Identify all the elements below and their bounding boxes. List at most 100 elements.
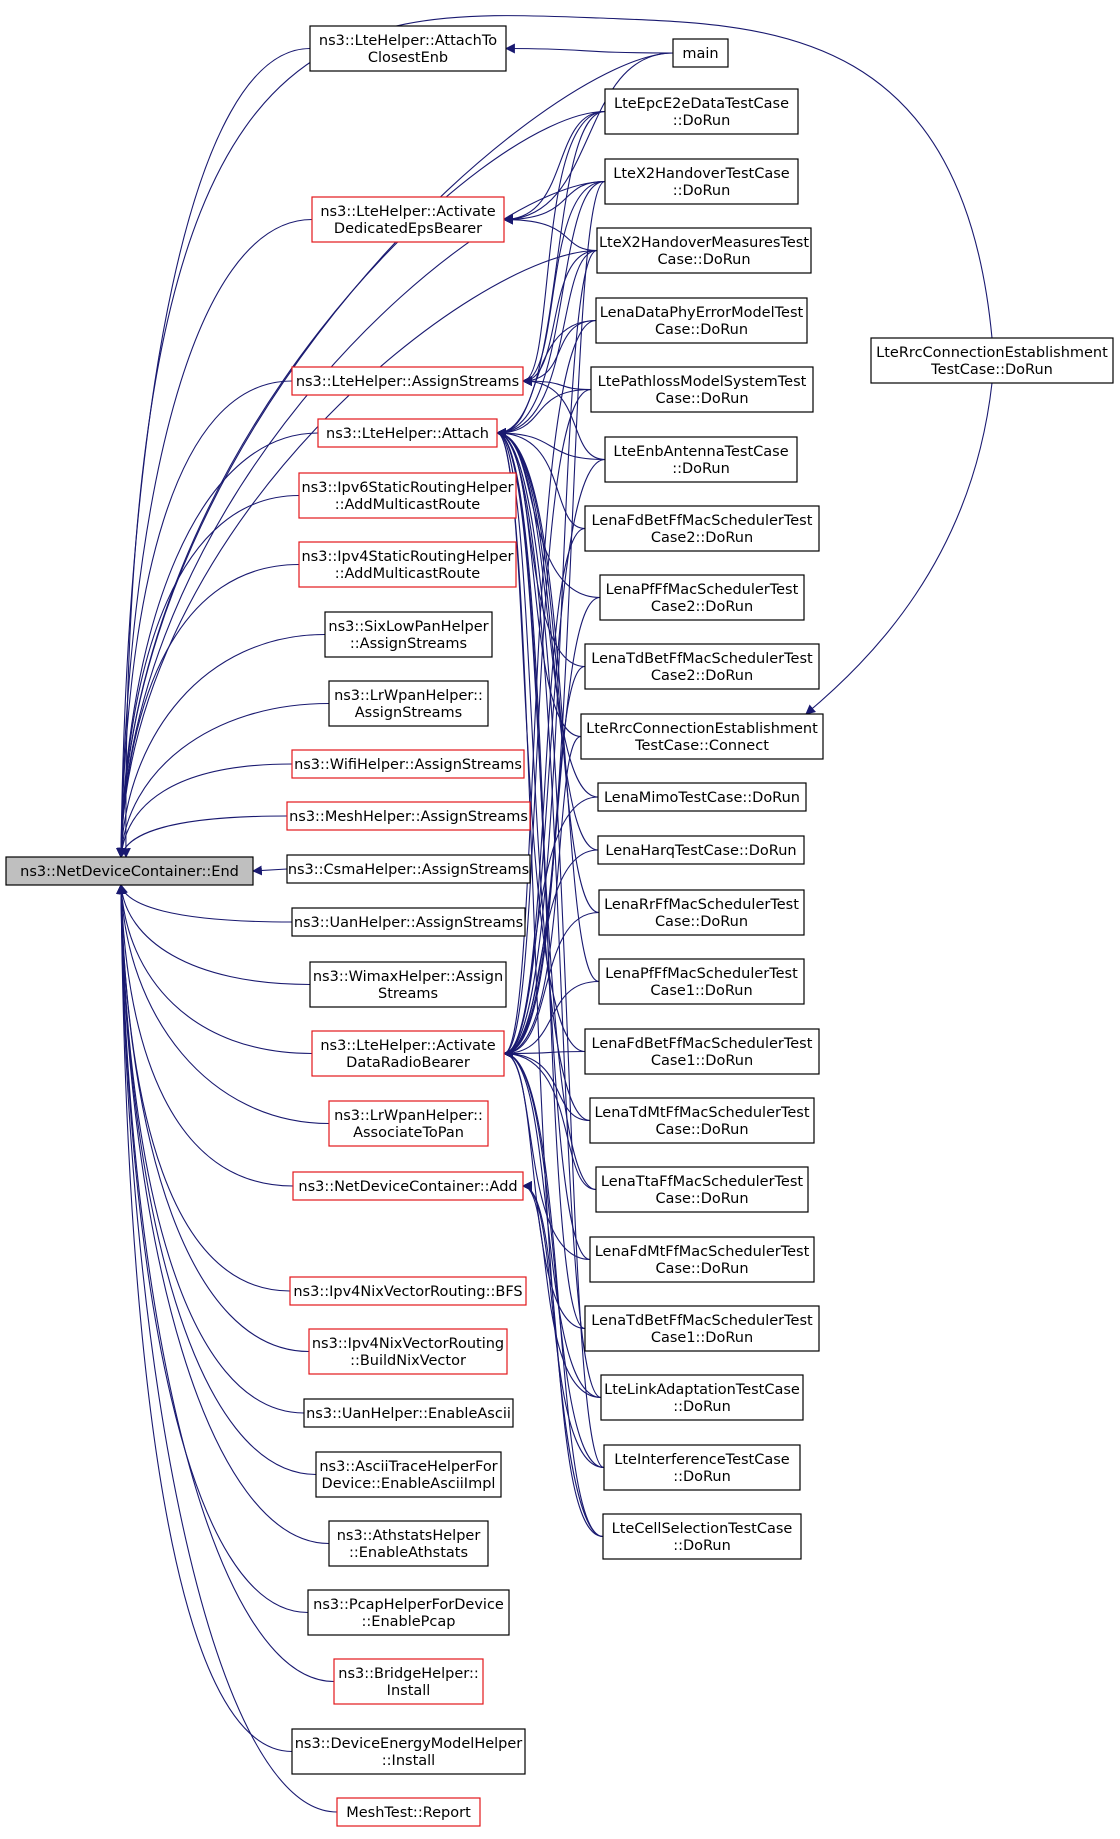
node-box bbox=[307, 1589, 510, 1636]
node-ns3-bridgehelper-install[interactable]: ns3::BridgeHelper::Install bbox=[333, 1658, 484, 1705]
node-lenamimotestcase-dorun[interactable]: LenaMimoTestCase::DoRun bbox=[597, 782, 807, 812]
node-ltecellselectiontestcase-dorun[interactable]: LteCellSelectionTestCase::DoRun bbox=[602, 1513, 802, 1560]
node-box bbox=[604, 158, 799, 205]
node-ns3-athstatshelper-enableathstats[interactable]: ns3::AthstatsHelper::EnableAthstats bbox=[328, 1520, 489, 1567]
node-label: Case::DoRun bbox=[655, 1191, 748, 1207]
node-label: LenaHarqTestCase::DoRun bbox=[605, 843, 796, 859]
node-box bbox=[598, 889, 805, 936]
node-box bbox=[291, 366, 524, 396]
node-ns3-netdevicecontainer-add[interactable]: ns3::NetDeviceContainer::Add bbox=[292, 1171, 524, 1201]
call-edge-t20-to-n16 bbox=[522, 1181, 602, 1399]
call-edge-t06-to-n04 bbox=[496, 428, 606, 461]
node-ltelinkadaptationtestcase-dorun[interactable]: LteLinkAdaptationTestCase::DoRun bbox=[600, 1374, 804, 1421]
call-edge-t13-to-n14 bbox=[503, 911, 600, 1059]
node-label: ::AddMulticastRoute bbox=[335, 497, 481, 513]
node-ns3-uanhelper-assignstreams[interactable]: ns3::UanHelper::AssignStreams bbox=[291, 907, 526, 937]
node-ltex2handovertestcase-dorun[interactable]: LteX2HandoverTestCase::DoRun bbox=[604, 158, 799, 205]
node-label: ns3::PcapHelperForDevice bbox=[313, 1597, 504, 1613]
node-label: ns3::MeshHelper::AssignStreams bbox=[289, 809, 528, 825]
node-ns3-wifihelper-assignstreams[interactable]: ns3::WifiHelper::AssignStreams bbox=[291, 749, 525, 779]
node-ns3-csmahelper-assignstreams[interactable]: ns3::CsmaHelper::AssignStreams bbox=[286, 854, 531, 884]
node-box bbox=[309, 25, 507, 72]
node-ns3-netdevicecontainer-end[interactable]: ns3::NetDeviceContainer::End bbox=[5, 856, 254, 886]
node-label: ::Install bbox=[382, 1753, 435, 1769]
node-label: ::EnablePcap bbox=[362, 1614, 456, 1630]
node-box bbox=[584, 1305, 820, 1352]
node-ns3-lrwpanhelper-assignstreams[interactable]: ns3::LrWpanHelper::AssignStreams bbox=[328, 680, 489, 727]
node-lterrcconnectionestablishmenttestcase-dorun[interactable]: LteRrcConnectionEstablishmentTestCase::D… bbox=[870, 337, 1114, 384]
node-box bbox=[598, 958, 805, 1005]
node-box bbox=[298, 541, 517, 588]
call-edge-n18-to-n00 bbox=[116, 884, 310, 1353]
node-ns3-ltehelper-attach[interactable]: ns3::LteHelper::Attach bbox=[317, 418, 498, 448]
node-label: LteEpcE2eDataTestCase bbox=[614, 96, 789, 112]
node-ns3-ipv4nixvectorrouting-bfs[interactable]: ns3::Ipv4NixVectorRouting::BFS bbox=[289, 1276, 527, 1306]
node-label: LenaMimoTestCase::DoRun bbox=[604, 790, 800, 806]
node-label: ns3::NetDeviceContainer::Add bbox=[298, 1179, 517, 1195]
node-label: LenaFdBetFfMacSchedulerTest bbox=[592, 513, 813, 529]
node-label: LenaFdMtFfMacSchedulerTest bbox=[595, 1244, 810, 1260]
node-box bbox=[308, 1328, 508, 1375]
node-ns3-ltehelper-activatededicatedepsbearer[interactable]: ns3::LteHelper::ActivateDedicatedEpsBear… bbox=[311, 196, 505, 243]
node-label: LteInterferenceTestCase bbox=[614, 1452, 790, 1468]
node-label: Case::DoRun bbox=[655, 1122, 748, 1138]
node-meshtest-report[interactable]: MeshTest::Report bbox=[336, 1797, 481, 1827]
node-ns3-lrwpanhelper-associatetopan[interactable]: ns3::LrWpanHelper::AssociateToPan bbox=[328, 1100, 489, 1147]
call-edge-t21-to-n16 bbox=[522, 1181, 605, 1469]
node-ns3-asciitracehelperfordevice-enableasciiimpl[interactable]: ns3::AsciiTraceHelperForDevice::EnableAs… bbox=[315, 1451, 502, 1498]
node-lteepce2edatatestcase-dorun[interactable]: LteEpcE2eDataTestCase::DoRun bbox=[604, 88, 799, 135]
call-edge-n24-to-n00 bbox=[116, 884, 293, 1753]
node-lterrcconnectionestablishmenttestcase-connect[interactable]: LteRrcConnectionEstablishmentTestCase::C… bbox=[580, 713, 824, 760]
node-lenaharqtestcase-dorun[interactable]: LenaHarqTestCase::DoRun bbox=[597, 835, 805, 865]
node-label: ns3::LrWpanHelper:: bbox=[334, 688, 483, 704]
node-box bbox=[291, 907, 526, 937]
call-edge-t12-to-n04 bbox=[496, 428, 599, 851]
node-label: LenaRrFfMacSchedulerTest bbox=[604, 897, 799, 913]
call-edge-t04-to-n03 bbox=[522, 319, 597, 386]
node-ns3-uanhelper-enableascii[interactable]: ns3::UanHelper::EnableAscii bbox=[303, 1398, 514, 1428]
node-label: LenaTtaFfMacSchedulerTest bbox=[601, 1174, 804, 1190]
node-ns3-meshhelper-assignstreams[interactable]: ns3::MeshHelper::AssignStreams bbox=[286, 801, 531, 831]
node-ns3-ipv6staticroutinghelper-addmulticastroute[interactable]: ns3::Ipv6StaticRoutingHelper::AddMultica… bbox=[298, 472, 517, 519]
node-ns3-ipv4nixvectorrouting-buildnixvector[interactable]: ns3::Ipv4NixVectorRouting::BuildNixVecto… bbox=[308, 1328, 508, 1375]
node-main[interactable]: main bbox=[672, 38, 729, 68]
node-ns3-wimaxhelper-assignstreams[interactable]: ns3::WimaxHelper::AssignStreams bbox=[309, 961, 507, 1008]
node-box bbox=[289, 1276, 527, 1306]
call-edge-t09-to-n14 bbox=[503, 665, 586, 1059]
call-edge-n22-to-n00 bbox=[116, 884, 309, 1614]
node-label: ns3::NetDeviceContainer::End bbox=[20, 864, 239, 880]
node-lteinterferencetestcase-dorun[interactable]: LteInterferenceTestCase::DoRun bbox=[603, 1444, 801, 1491]
node-box bbox=[333, 1658, 484, 1705]
node-label: Case::DoRun bbox=[655, 322, 748, 338]
node-lteenbantennatestcase-dorun[interactable]: LteEnbAntennaTestCase::DoRun bbox=[604, 436, 798, 483]
node-box bbox=[580, 713, 824, 760]
call-edge-n16-to-n00 bbox=[116, 884, 294, 1187]
call-edge-n07-to-n00 bbox=[116, 633, 326, 858]
node-ns3-pcaphelperfordevice-enablepcap[interactable]: ns3::PcapHelperForDevice::EnablePcap bbox=[307, 1589, 510, 1636]
node-label: LteX2HandoverMeasuresTest bbox=[599, 235, 809, 251]
node-ns3-ltehelper-assignstreams[interactable]: ns3::LteHelper::AssignStreams bbox=[291, 366, 524, 396]
node-ns3-deviceenergymodelhelper-install[interactable]: ns3::DeviceEnergyModelHelper::Install bbox=[291, 1728, 526, 1775]
node-box bbox=[317, 418, 498, 448]
call-edge-t22-to-n16 bbox=[522, 1181, 604, 1538]
node-ns3-sixlowpanhelper-assignstreams[interactable]: ns3::SixLowPanHelper::AssignStreams bbox=[324, 611, 493, 658]
node-box bbox=[595, 1166, 809, 1213]
node-ns3-ipv4staticroutinghelper-addmulticastroute[interactable]: ns3::Ipv4StaticRoutingHelper::AddMultica… bbox=[298, 541, 517, 588]
call-edge-t22-to-n14 bbox=[503, 1048, 604, 1538]
